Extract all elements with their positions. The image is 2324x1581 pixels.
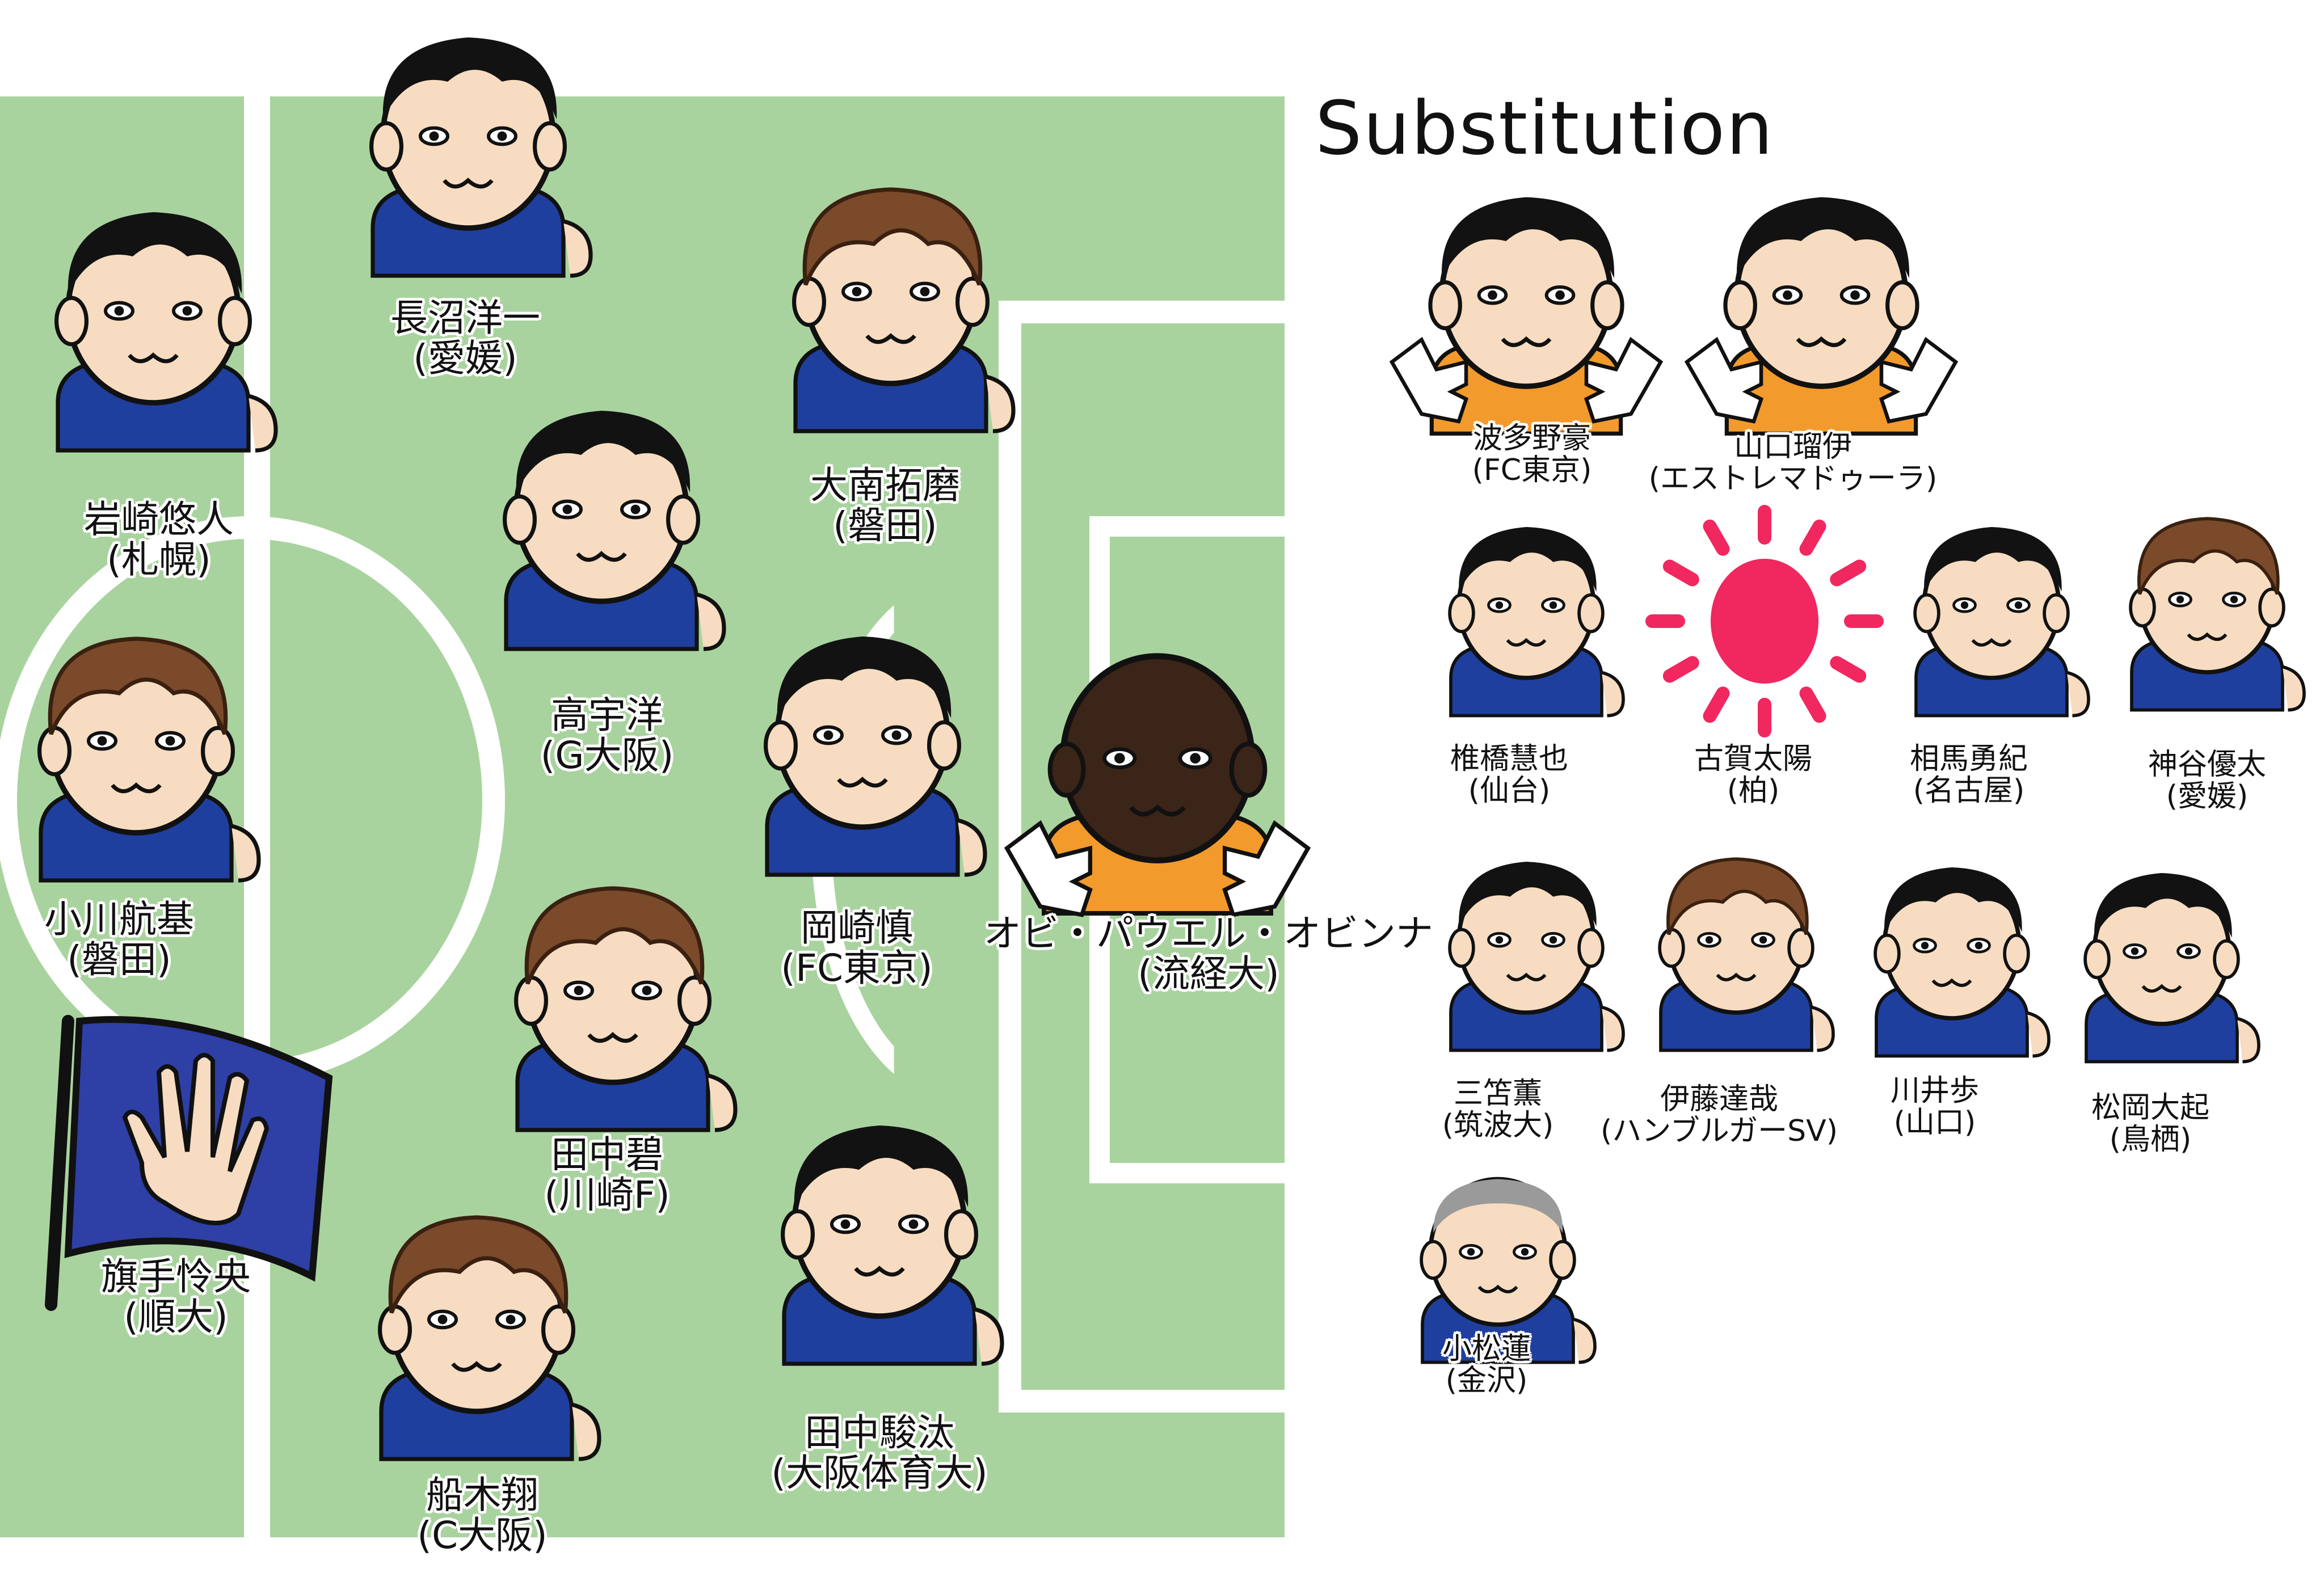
player-caricature-tanaka-ao: [477, 845, 749, 1180]
player-caricature-kouyo: [465, 411, 738, 703]
starter-label-ominami: 大南拓磨(磐田): [810, 463, 960, 548]
starter-label-kouyo: 高宇洋(G大阪): [540, 693, 674, 778]
sub-label-shiihashi: 椎橋慧也(仙台): [1450, 742, 1569, 808]
sub-label-kamiya: 神谷優太(愛媛): [2148, 748, 2267, 814]
penalty-area-bottom: [999, 1390, 1285, 1413]
team-flag-hand-icon: [45, 1015, 333, 1311]
player-caricature-iwasaki: [17, 212, 289, 505]
penalty-area-top: [999, 301, 1285, 323]
substitution-title: Substitution: [1315, 85, 1774, 171]
starter-label-funaki: 船木翔(C大阪): [417, 1473, 548, 1558]
player-caricature-naganuma: [332, 37, 604, 301]
player-caricature-tanaka-shunta: [743, 1125, 1016, 1418]
goal-area-top: [1089, 516, 1285, 537]
starter-label-hatate: 旗手怜央(順大): [101, 1255, 251, 1339]
player-caricature-ogawa: [0, 596, 272, 930]
player-caricature-okazaki: [726, 636, 999, 925]
sub-label-mitoma: 三笘薫(筑波大): [1442, 1077, 1554, 1143]
sub-label-matsuoka: 松岡大起(鳥栖): [2091, 1091, 2210, 1157]
sub-label-kawai: 川井歩(山口): [1890, 1074, 1980, 1140]
sub-caricature-ito: [1628, 828, 1844, 1089]
starter-label-obi: オビ・パウエル・オビンナ(流経大): [984, 912, 1433, 996]
rising-sun-icon: [1645, 505, 1884, 737]
sub-label-koga: 古賀太陽(柏): [1694, 742, 1813, 808]
player-caricature-ominami: [755, 147, 1027, 477]
sub-caricature-hatano: [1384, 197, 1668, 436]
sub-caricature-shiihashi: [1418, 527, 1634, 754]
sub-caricature-kamiya: [2099, 488, 2315, 749]
starter-label-ogawa: 小川航基(磐田): [44, 897, 194, 982]
starter-label-naganuma: 長沼洋一(愛媛): [390, 296, 540, 381]
sub-label-komatsu: 小松蓮(金沢): [1442, 1332, 1531, 1398]
sub-label-yamaguchi: 山口瑠伊(エストレマドゥーラ): [1648, 430, 1938, 496]
starter-label-iwasaki: 岩崎悠人(札幌): [84, 498, 234, 582]
player-caricature-obi: [999, 624, 1316, 930]
goal-area-bottom: [1089, 1163, 1285, 1183]
sub-caricature-kawai: [1844, 867, 2060, 1095]
sub-caricature-matsuoka: [2054, 873, 2270, 1101]
sub-label-hatano: 波多野豪(FC東京): [1472, 421, 1592, 488]
starter-label-okazaki: 岡崎慎(FC東京): [781, 906, 933, 990]
starter-label-tanaka-ao: 田中碧(川崎F): [544, 1133, 670, 1217]
sub-caricature-yamaguchi: [1679, 197, 1963, 436]
sub-caricature-mitoma: [1418, 862, 1634, 1089]
sub-label-soma: 相馬勇紀(名古屋): [1909, 742, 2028, 808]
sub-caricature-soma: [1884, 527, 2099, 754]
starter-label-tanaka-shunta: 田中駿汰(大阪体育大): [771, 1411, 988, 1495]
sub-label-ito: 伊藤達哉(ハンブルガーSV): [1600, 1082, 1838, 1149]
player-caricature-funaki: [340, 1174, 613, 1509]
